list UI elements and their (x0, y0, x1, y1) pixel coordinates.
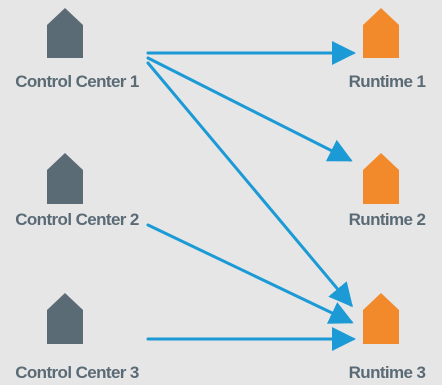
control-center-2-label: Control Center 2 (15, 210, 139, 229)
arrow-cc1-to-rt2 (146, 56, 353, 162)
runtime-2-label: Runtime 2 (348, 210, 426, 229)
control-center-1-label: Control Center 1 (15, 72, 139, 91)
control-center-2-icon (47, 153, 83, 204)
control-center-1-icon (47, 8, 83, 58)
arrow-cc2-to-rt3 (146, 223, 354, 324)
runtime-3-label: Runtime 3 (348, 363, 426, 382)
arrow-cc1-to-rt3 (146, 61, 353, 308)
runtime-1-icon (363, 8, 399, 58)
control-center-3-label: Control Center 3 (15, 363, 139, 382)
control-center-3-icon (47, 293, 83, 344)
runtime-1-label: Runtime 1 (348, 72, 426, 91)
runtime-3-icon (363, 293, 399, 344)
runtime-2-icon (363, 153, 399, 204)
